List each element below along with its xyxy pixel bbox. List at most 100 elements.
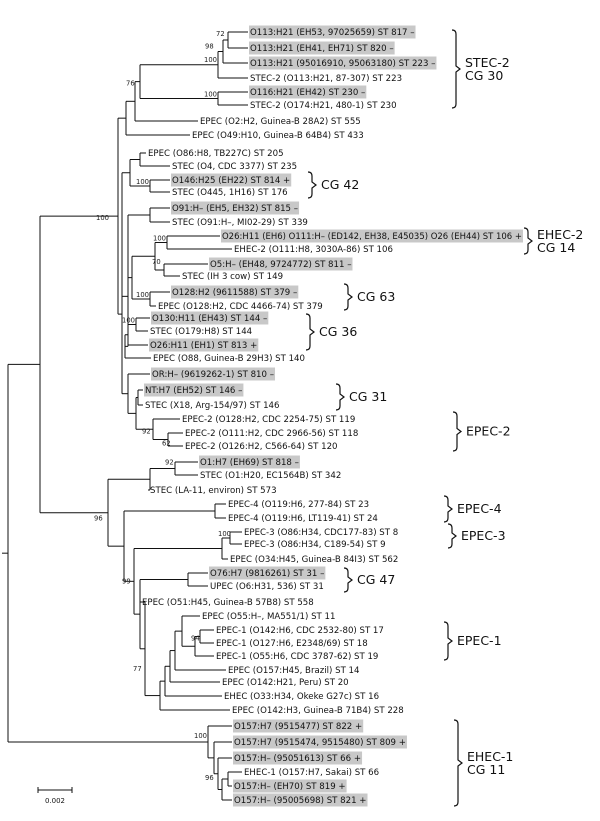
bootstrap-value: 62 xyxy=(162,440,171,448)
leaf-label: EPEC (O142:H21, Peru) ST 20 xyxy=(222,678,349,688)
leaf-label: EPEC (O55:H–, MA551/1) ST 11 xyxy=(202,612,335,622)
leaf-label: O157:H– (EH70) ST 819 + xyxy=(234,782,346,792)
leaf-highlight xyxy=(249,56,437,70)
group-bracket xyxy=(343,283,353,311)
leaf-label: EPEC-3 (O86:H34, C189-54) ST 9 xyxy=(244,540,386,550)
leaf-label: STEC (X18, Arg-154/97) ST 146 xyxy=(145,401,279,411)
bootstrap-value: 100 xyxy=(204,56,217,64)
bootstrap-value: 96 xyxy=(94,515,103,523)
leaf-label: EPEC (O86:H8, TB227C) ST 205 xyxy=(148,149,284,159)
group-label: CG 30 xyxy=(465,68,503,83)
leaf-highlight xyxy=(249,25,416,39)
leaf-highlight xyxy=(249,41,395,55)
group-bracket xyxy=(451,29,461,109)
leaf-label: EPEC-2 (O128:H2, CDC 2254-75) ST 119 xyxy=(182,415,355,425)
group-label: EPEC-2 xyxy=(466,424,511,439)
leaf-label: O5:H– (EH48, 9724772) ST 811 – xyxy=(210,260,352,270)
leaf-label: EPEC (O2:H2, Guinea-B 28A2) ST 555 xyxy=(200,117,361,127)
leaf-label: STEC-2 (O174:H21, 480-1) ST 230 xyxy=(250,101,397,111)
leaf-label: EPEC (O157:H45, Brazil) ST 14 xyxy=(228,666,360,676)
leaf-label: STEC (O91:H–, MI02-29) ST 339 xyxy=(172,218,308,228)
bootstrap-value: 98 xyxy=(205,43,214,51)
group-bracket xyxy=(453,719,463,807)
group-bracket xyxy=(523,227,533,255)
leaf-label: O91:H– (EH5, EH32) ST 815 – xyxy=(172,204,298,214)
leaf-label: O1:H7 (EH69) ST 818 – xyxy=(200,458,299,468)
group-label: CG 63 xyxy=(357,289,395,304)
leaf-label: OR:H– (9619262-1) ST 810 – xyxy=(152,370,274,380)
bootstrap-value: 100 xyxy=(122,317,135,325)
leaf-label: EPEC (O51:H45, Guinea-B 57B8) ST 558 xyxy=(142,598,314,608)
leaf-highlight xyxy=(149,338,259,352)
leaf-highlight xyxy=(171,201,300,215)
leaf-highlight xyxy=(209,257,353,271)
group-label: CG 11 xyxy=(467,762,505,777)
bootstrap-value: 92 xyxy=(165,459,174,467)
group-label: CG 31 xyxy=(349,389,387,404)
bootstrap-value: 76 xyxy=(126,79,135,87)
bootstrap-value: 100 xyxy=(96,214,109,222)
leaf-label: EPEC-1 (O55:H6, CDC 3787-62) ST 19 xyxy=(216,652,378,662)
group-label: EPEC-1 xyxy=(457,633,502,648)
bootstrap-value: 70 xyxy=(152,258,161,266)
bootstrap-values: 7298100761001001007010010010092629210099… xyxy=(94,30,231,782)
bootstrap-value: 77 xyxy=(133,665,142,673)
group-bracket xyxy=(335,383,345,411)
leaf-label: UPEC (O6:H31, 536) ST 31 xyxy=(210,582,324,592)
leaf-label: EPEC-3 (O86:H34, CDC177-83) ST 8 xyxy=(244,528,398,538)
leaf-label: EPEC-2 (O126:H2, C566-64) ST 120 xyxy=(185,442,338,452)
leaf-label: STEC (O1:H20, EC1564B) ST 342 xyxy=(200,471,341,481)
leaf-highlight xyxy=(171,285,299,299)
leaf-label: EPEC-1 (O142:H6, CDC 2532-80) ST 17 xyxy=(216,626,384,636)
leaf-label: NT:H7 (EH52) ST 146 – xyxy=(145,386,242,396)
leaf-label: O116:H21 (EH42) ST 230 – xyxy=(250,88,365,98)
group-bracket xyxy=(343,567,353,593)
leaf-label: EPEC-4 (O119:H6, 277-84) ST 23 xyxy=(228,500,369,510)
group-label: CG 14 xyxy=(537,240,575,255)
bootstrap-value: 100 xyxy=(136,291,149,299)
leaf-label: STEC-2 (O113:H21, 87-307) ST 223 xyxy=(250,74,402,84)
leaf-label: O130:H11 (EH43) ST 144 – xyxy=(152,314,267,324)
bootstrap-value: 100 xyxy=(136,178,149,186)
group-label: CG 47 xyxy=(357,572,395,587)
leaf-label: O113:H21 (95016910, 95063180) ST 223 – xyxy=(250,59,435,69)
leaf-highlight xyxy=(249,85,367,99)
leaf-label: EPEC (O128:H2, CDC 4466-74) ST 379 xyxy=(158,302,323,312)
leaf-label: STEC (O445, 1H16) ST 176 xyxy=(172,188,288,198)
leaf-label: STEC (IH 3 cow) ST 149 xyxy=(182,272,283,282)
leaf-label: O157:H– (95005698) ST 821 + xyxy=(234,796,367,806)
bootstrap-value: 100 xyxy=(153,235,166,243)
group-label: CG 36 xyxy=(319,324,357,339)
leaf-label: O157:H– (95051613) ST 66 + xyxy=(234,754,361,764)
leaf-label: STEC (O179:H8) ST 144 xyxy=(150,327,252,337)
group-bracket xyxy=(443,621,453,661)
leaf-label: O157:H7 (9515474, 9515480) ST 809 + xyxy=(234,738,406,748)
group-label: CG 42 xyxy=(321,177,359,192)
leaf-highlight xyxy=(144,383,244,397)
group-label: STEC-2 xyxy=(465,55,510,70)
leaf-label: STEC (O4, CDC 3377) ST 235 xyxy=(172,162,297,172)
leaf-highlight xyxy=(233,793,368,807)
scale-bar-label: 0.002 xyxy=(45,797,65,805)
group-label: EPEC-3 xyxy=(461,528,506,543)
leaf-label: O26:H11 (EH1) ST 813 + xyxy=(150,341,257,351)
leaf-label: STEC (LA-11, environ) ST 573 xyxy=(150,486,277,496)
bootstrap-value: 100 xyxy=(194,732,207,740)
leaf-label: EPEC (O49:H10, Guinea-B 64B4) ST 433 xyxy=(192,131,364,141)
bootstrap-value: 100 xyxy=(204,91,217,99)
leaf-label: EPEC-1 (O127:H6, E2348/69) ST 18 xyxy=(216,639,368,649)
group-bracket xyxy=(307,171,317,199)
scale-bar: 0.002 xyxy=(37,787,73,805)
group-bracket xyxy=(305,313,315,351)
leaf-highlight xyxy=(233,779,347,793)
leaf-label: O146:H25 (EH22) ST 814 + xyxy=(172,176,290,186)
leaf-highlight xyxy=(221,229,523,243)
leaf-highlight xyxy=(209,566,326,580)
group-label: EPEC-4 xyxy=(457,501,502,516)
group-bracket xyxy=(447,523,457,549)
leaf-highlight xyxy=(233,719,364,733)
leaf-label: O157:H7 (9515477) ST 822 + xyxy=(234,722,362,732)
leaf-label: O128:H2 (9611588) ST 379 – xyxy=(172,288,297,298)
leaf-highlight xyxy=(233,751,363,765)
